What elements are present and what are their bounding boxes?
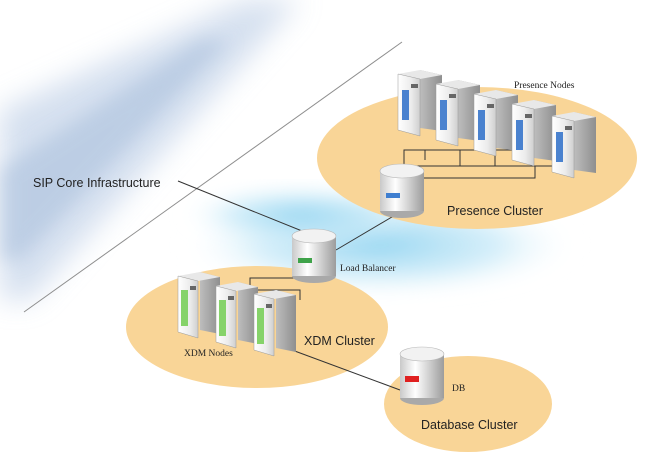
database-cluster-label: Database Cluster [421,418,518,432]
presence-server-icon [473,90,518,157]
presence-nodes [397,70,596,179]
infrastructure-divider-line [23,41,403,313]
presence-server-icon [397,70,442,137]
presence-nodes-label: Presence Nodes [514,81,575,91]
presence-server-icon [511,100,556,167]
xdm-server-icon [177,272,220,339]
presence-cluster-label: Presence Cluster [447,204,543,218]
sip-core-haze [0,0,300,300]
presence-balancer-icon [379,163,425,218]
presence-server-icon [551,112,596,179]
xdm-server-icon [253,290,296,357]
presence-server-icon [435,80,480,147]
load-balancer-label: Load Balancer [340,264,396,274]
load-balancer-icon [291,228,337,283]
sip-core-label: SIP Core Infrastructure [33,176,161,190]
database-icon [399,346,445,405]
xdm-nodes [177,272,296,357]
xdm-cluster-label: XDM Cluster [304,334,375,348]
xdm-server-icon [215,282,258,349]
xdm-nodes-label: XDM Nodes [184,349,233,359]
db-label: DB [452,384,465,394]
